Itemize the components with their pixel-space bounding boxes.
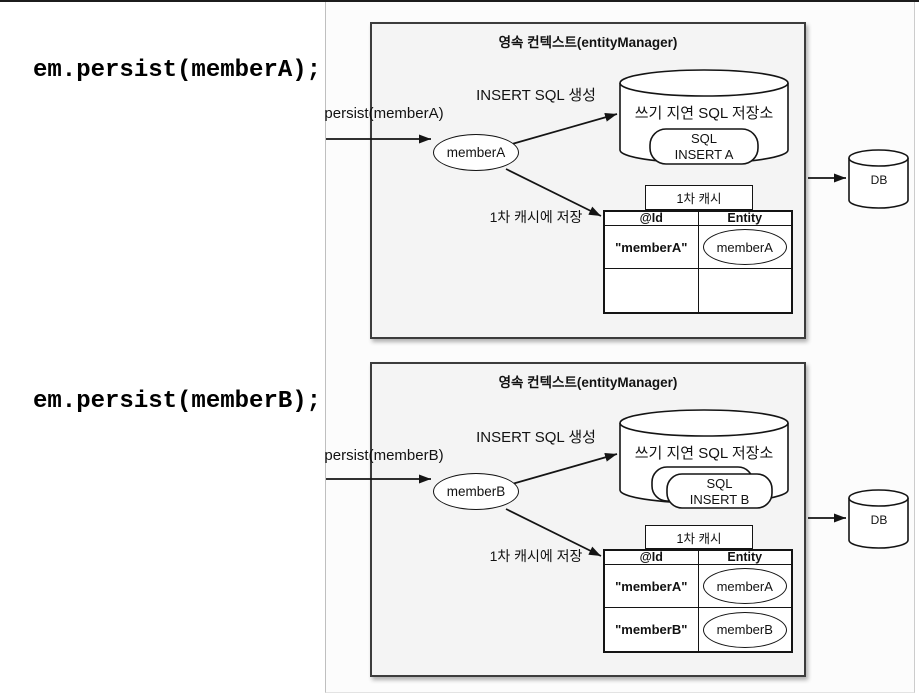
cache-entity-cell: memberA: [697, 226, 792, 268]
insert-sql-label: INSERT SQL 생성: [476, 87, 596, 104]
write-behind-storage-title: 쓰기 지연 SQL 저장소: [634, 105, 774, 122]
context-title: 영속 컨텍스트(entityManager): [498, 375, 678, 390]
first-cache-table: @Id Entity "memberA" memberA "memberB" m…: [603, 549, 793, 653]
cache-save-label: 1차 캐시에 저장: [489, 548, 583, 564]
cache-entity-cell: memberA: [697, 565, 792, 607]
cache-table-header-row: @Id Entity: [605, 551, 791, 565]
cache-table-row: "memberB" memberB: [605, 608, 791, 651]
cache-entity-cell: memberB: [697, 608, 792, 651]
entity-oval: memberA: [702, 229, 787, 265]
db-label: DB: [870, 513, 888, 527]
cache-table-header-row: @Id Entity: [605, 212, 791, 226]
write-behind-storage-title: 쓰기 지연 SQL 저장소: [634, 445, 774, 462]
first-cache-title: 1차 캐시: [645, 185, 753, 210]
sql-line-1: SQL: [706, 476, 733, 491]
code-statement-b: em.persist(memberB);: [33, 388, 322, 415]
cache-id-cell: "memberB": [615, 622, 688, 637]
cache-id-header: @Id: [639, 550, 663, 564]
cache-id-cell: [605, 269, 698, 312]
sql-insert-text: SQL INSERT B: [667, 476, 772, 508]
cache-save-label: 1차 캐시에 저장: [489, 209, 583, 225]
cache-table-row: "memberA" memberA: [605, 226, 791, 269]
cache-id-cell: "memberA": [615, 578, 688, 594]
first-cache-table: @Id Entity "memberA" memberA: [603, 210, 793, 314]
sql-line-1: SQL: [690, 131, 717, 146]
sql-insert-text: SQL INSERT A: [650, 131, 758, 163]
cache-entity-cell: [697, 269, 792, 312]
insert-sql-label: INSERT SQL 생성: [476, 429, 596, 446]
persist-label: persist(memberB): [324, 447, 444, 464]
cache-entity-header: Entity: [697, 212, 792, 225]
sql-line-2: INSERT B: [689, 492, 750, 507]
cache-table-row: "memberA" memberA: [605, 565, 791, 608]
cache-id-cell: "memberA": [615, 239, 688, 255]
member-ellipse: memberB: [433, 473, 519, 510]
entity-oval: memberA: [702, 568, 787, 604]
cache-entity-header: Entity: [697, 551, 792, 564]
db-label: DB: [870, 173, 888, 187]
entity-oval: memberB: [702, 611, 787, 648]
member-ellipse: memberA: [433, 134, 519, 171]
cache-id-header: @Id: [639, 211, 663, 225]
code-statement-a: em.persist(memberA);: [33, 57, 322, 84]
persist-label: persist(memberA): [324, 105, 444, 122]
sql-line-2: INSERT A: [674, 147, 734, 162]
cache-table-row: [605, 269, 791, 312]
context-title: 영속 컨텍스트(entityManager): [498, 35, 678, 50]
first-cache-title: 1차 캐시: [645, 525, 753, 549]
